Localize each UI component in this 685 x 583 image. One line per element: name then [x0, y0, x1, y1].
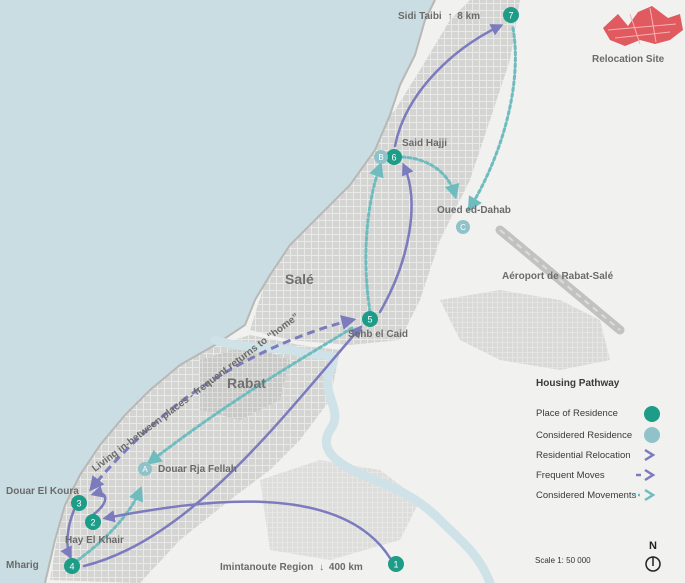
label-aeroport: Aéroport de Rabat-Salé	[502, 271, 614, 282]
residence-marker-3[interactable]: 3	[71, 495, 87, 511]
considered-move-7-to-C	[467, 26, 517, 212]
relocation-1-to-2	[102, 500, 392, 560]
residence-marker-4[interactable]: 4	[64, 558, 80, 574]
north-label: N	[649, 540, 657, 552]
residence-number: 6	[391, 153, 396, 163]
considered-letter: A	[142, 465, 148, 474]
label-imintanoute: Imintanoute Region ↓ 400 km	[220, 562, 363, 573]
residence-marker-2[interactable]: 2	[85, 514, 101, 530]
considered-letter: B	[378, 153, 383, 162]
relocation-4-to-5	[82, 325, 363, 568]
residence-number: 7	[508, 11, 513, 21]
residence-marker-5[interactable]: 5	[362, 311, 378, 327]
label-sehb-el-caid: Sehb el Caid	[348, 329, 408, 340]
label-said-hajji: Said Hajji	[402, 138, 447, 149]
relocation-5-to-6	[378, 162, 414, 314]
label-relocation-site: Relocation Site	[592, 54, 665, 65]
filled-teal-circle-icon	[644, 406, 660, 422]
legend-item-considered-movements: Considered Movements	[536, 490, 637, 501]
residence-number: 4	[69, 562, 74, 572]
frequent-moves-line	[89, 315, 357, 492]
residence-number: 3	[76, 499, 81, 509]
legend-item-considered-residence: Considered Residence	[536, 430, 633, 441]
label-mharig: Mharig	[6, 560, 39, 571]
label-douar-rja-fellah: Douar Rja Fellah	[158, 464, 237, 475]
legend-item-place-of-residence: Place of Residence	[536, 408, 618, 419]
residence-marker-6[interactable]: 6	[386, 149, 402, 165]
residence-number: 1	[393, 560, 398, 570]
label-sale: Salé	[285, 271, 314, 287]
sea	[0, 0, 435, 583]
considered-move-6-to-C	[400, 155, 460, 200]
urban-area-sale	[250, 0, 520, 345]
relocation-2-to-3	[90, 485, 107, 516]
residence-number: 5	[367, 315, 372, 325]
relocation-6-to-7	[393, 24, 504, 148]
coastline	[44, 0, 436, 583]
north-arrow-icon: N	[645, 540, 661, 572]
considered-marker-C[interactable]: C	[456, 220, 470, 234]
dashed-purple-arrow-icon	[636, 468, 656, 482]
residence-number: 2	[90, 518, 95, 528]
north-arrow: N	[641, 538, 665, 574]
considered-move-5-to-B	[364, 161, 384, 314]
relocation-site-blocks	[603, 6, 683, 46]
label-douar-el-koura: Douar El Koura	[6, 486, 79, 497]
label-oued-ed-dahab: Oued ed-Dahab	[437, 205, 511, 216]
legend-title: Housing Pathway	[536, 378, 620, 389]
residential-relocations	[60, 24, 504, 568]
dotted-teal-arrow-icon	[634, 488, 656, 502]
solid-purple-arrow-icon	[644, 448, 656, 462]
light-teal-circle-icon	[644, 427, 660, 443]
relocation-3-to-4	[60, 508, 76, 560]
considered-marker-B[interactable]: B	[374, 150, 388, 164]
residence-marker-7[interactable]: 7	[503, 7, 519, 23]
legend-item-residential-relocation: Residential Relocation	[536, 450, 631, 461]
airport-runway	[495, 225, 625, 335]
considered-move-4-to-A	[76, 485, 144, 562]
legend-symbols	[634, 406, 660, 502]
urban-area-east	[440, 290, 610, 370]
label-hay-el-khair: Hay El Khair	[65, 535, 124, 546]
label-sidi-taibi: Sidi Taibi ↑ 8 km	[398, 11, 480, 22]
considered-letter: C	[460, 223, 466, 232]
legend-item-frequent-moves: Frequent Moves	[536, 470, 605, 481]
scale-label: Scale 1: 50 000	[535, 556, 591, 565]
considered-marker-A[interactable]: A	[138, 462, 152, 476]
residence-marker-1[interactable]: 1	[388, 556, 404, 572]
label-rabat: Rabat	[227, 375, 266, 391]
